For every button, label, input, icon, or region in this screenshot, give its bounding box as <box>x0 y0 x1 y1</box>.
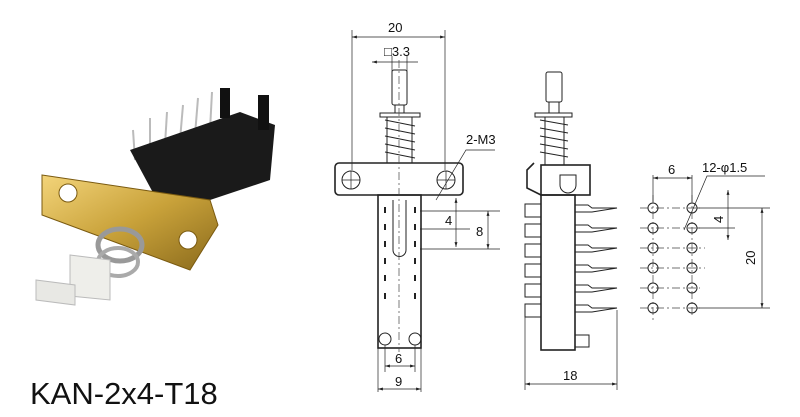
front-width-dim: 20 <box>388 20 402 35</box>
body-width-dim: 9 <box>395 374 402 389</box>
hole-pattern: 6 12-φ1.5 4 20 <box>640 160 770 320</box>
front-view: 20 □3.3 2-M3 4 8 6 9 <box>334 20 500 392</box>
row-pitch-dim: 4 <box>711 216 726 223</box>
depth-dim: 18 <box>563 368 577 383</box>
switch-photo <box>35 88 275 306</box>
span-dim: 8 <box>476 224 483 239</box>
hole-label: 12-φ1.5 <box>702 160 747 175</box>
side-view: 18 <box>524 71 618 390</box>
total-dim: 20 <box>743 251 758 265</box>
pitch-dim: 4 <box>445 213 452 228</box>
stem-dim: □3.3 <box>384 44 410 59</box>
pin-row-marks <box>384 207 416 299</box>
pin-spacing-dim: 6 <box>395 351 402 366</box>
col-spacing-dim: 6 <box>668 162 675 177</box>
mount-label: 2-M3 <box>466 132 496 147</box>
model-name: KAN-2x4-T18 <box>30 376 218 411</box>
